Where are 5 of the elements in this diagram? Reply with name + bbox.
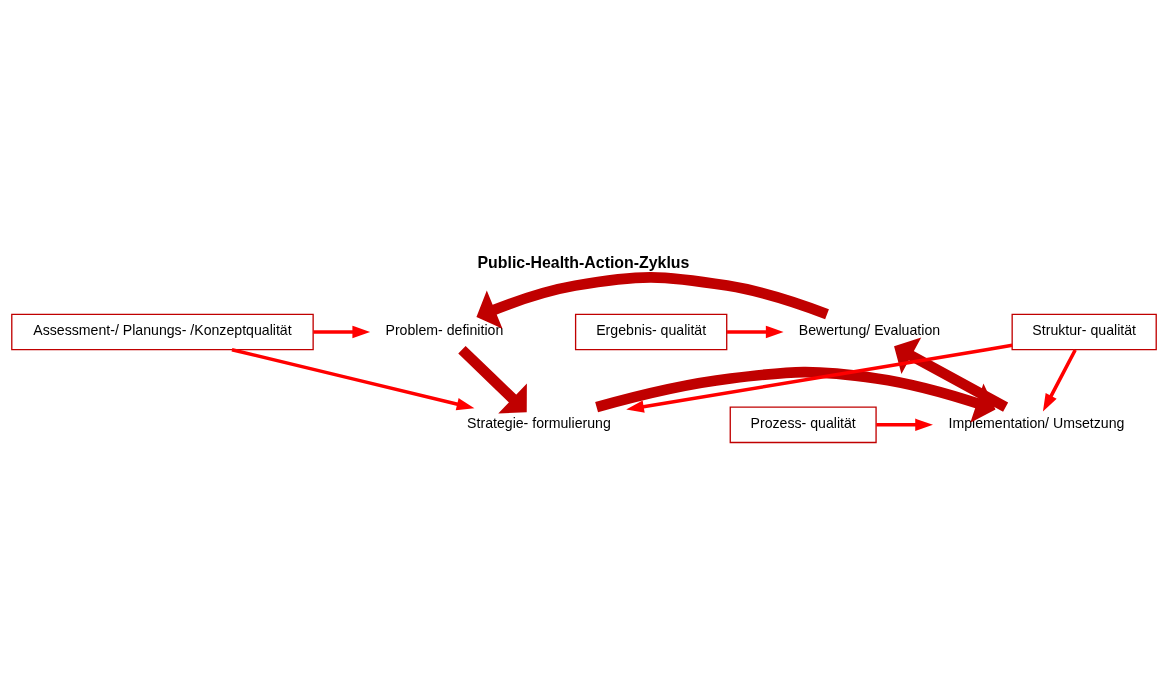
node-text: Implementation/ Umsetzung <box>948 415 1125 432</box>
node-text: Problem- definition <box>385 322 504 339</box>
node-text: Strategie- formulierung <box>467 415 611 432</box>
node-text: Bewertung/ Evaluation <box>798 322 941 339</box>
diagram-title: Public-Health-Action-Zyklus <box>477 253 690 271</box>
